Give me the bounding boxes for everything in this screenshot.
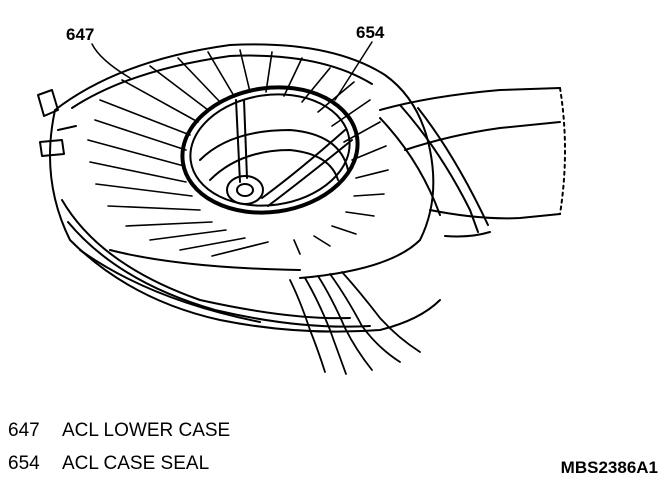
callout-leaders <box>91 41 373 101</box>
wiring-harness <box>289 271 421 375</box>
center-hub <box>199 99 353 207</box>
case-seal-ring <box>180 85 360 215</box>
callout-654-leader <box>334 41 373 101</box>
mounting-tabs <box>37 89 77 157</box>
legend-row-647: 647 ACL LOWER CASE <box>8 420 230 453</box>
legend-label: ACL LOWER CASE <box>62 420 231 441</box>
legend-number: 654 <box>8 453 40 474</box>
callout-647-label: 647 <box>66 25 94 44</box>
lower-case-housing <box>49 43 441 333</box>
radial-ribs <box>87 49 389 257</box>
callout-647-leader <box>91 43 131 79</box>
intake-duct <box>379 87 566 238</box>
figure-code: MBS2386A1 <box>560 458 658 477</box>
parts-legend: 647 ACL LOWER CASE 654 ACL CASE SEAL <box>8 420 230 486</box>
legend-label: ACL CASE SEAL <box>62 453 210 474</box>
legend-number: 647 <box>8 420 40 441</box>
legend-row-654: 654 ACL CASE SEAL <box>8 453 230 486</box>
callout-654-label: 654 <box>356 23 385 42</box>
